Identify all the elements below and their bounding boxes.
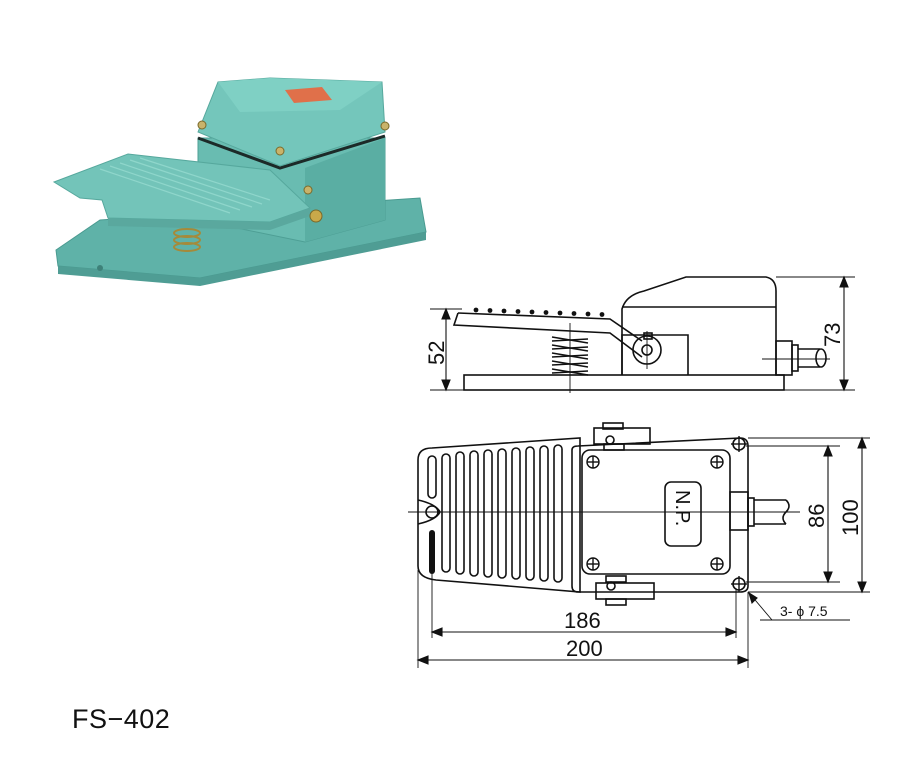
pivot-pin xyxy=(309,209,323,223)
model-label: FS−402 xyxy=(72,704,171,734)
top-view-drawing: N.P. 86 100 186 200 3- ϕ 7.5 xyxy=(408,422,870,668)
dim-pedal-height: 52 xyxy=(424,341,449,365)
dim-overall-width: 100 xyxy=(838,499,863,536)
label-plate xyxy=(285,87,332,103)
dim-overall-length: 200 xyxy=(566,636,603,661)
dim-hole-spacing-width: 86 xyxy=(804,504,829,528)
dim-overall-height: 73 xyxy=(820,323,845,347)
side-view-drawing: 52 73 xyxy=(424,275,855,393)
nameplate-text: N.P. xyxy=(671,490,693,526)
dim-hole-spacing-length: 186 xyxy=(564,608,601,633)
product-photo xyxy=(52,77,427,286)
spring-icon xyxy=(173,228,201,252)
dim-mounting-holes: 3- ϕ 7.5 xyxy=(780,603,828,619)
